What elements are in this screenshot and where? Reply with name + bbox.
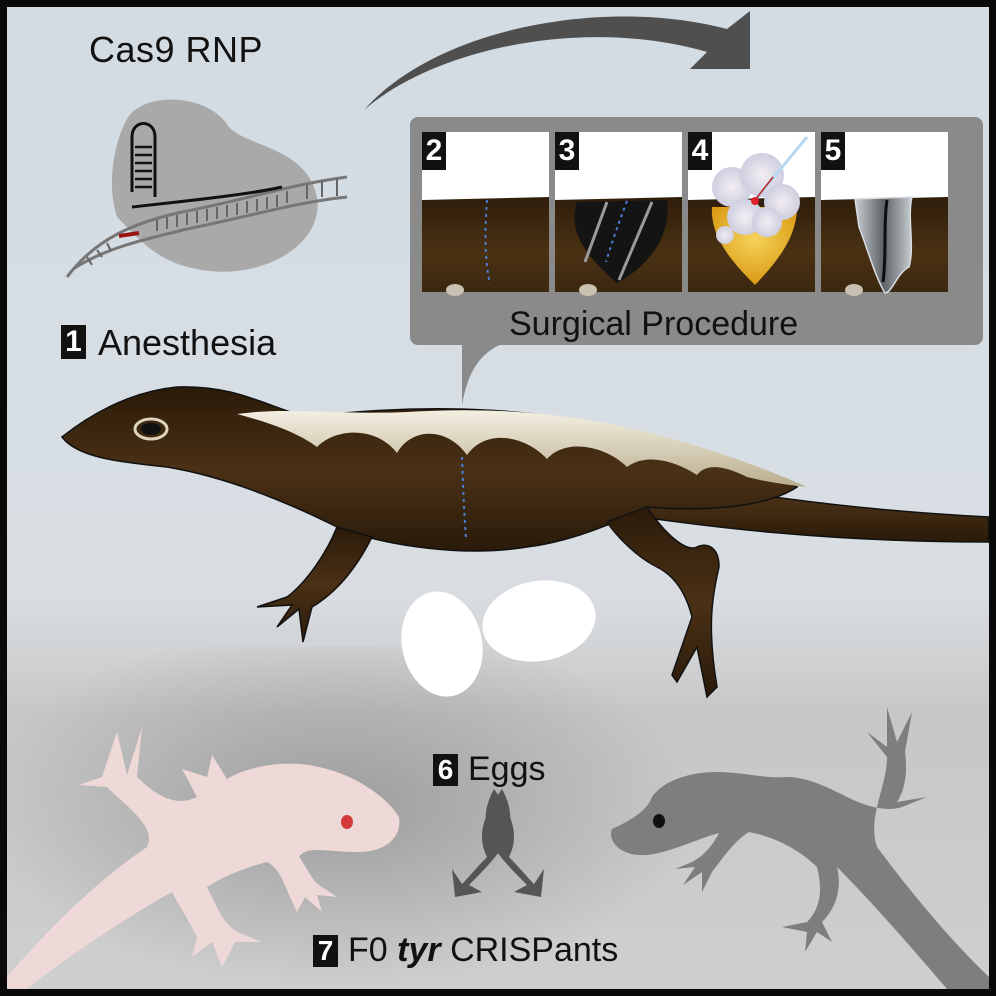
step-6-label: Eggs <box>468 750 546 788</box>
step-7-crispants: 7 F0 tyr CRISPants <box>313 931 618 970</box>
step-7-badge: 7 <box>313 935 338 967</box>
eggs-icon <box>401 580 596 697</box>
cas9-rnp-title: Cas9 RNP <box>89 29 264 70</box>
step-7-gene-name: tyr <box>397 931 441 969</box>
albino-lizard-silhouette <box>7 727 400 989</box>
step-2-badge: 2 <box>422 132 446 170</box>
step-7-prefix: F0 <box>348 931 388 969</box>
panel-4-injection <box>688 132 815 292</box>
step-6-badge: 6 <box>433 754 458 786</box>
wildtype-lizard-silhouette <box>611 707 989 989</box>
step-7-suffix: CRISPants <box>450 931 619 969</box>
step-4-badge: 4 <box>688 132 712 170</box>
step-5-badge: 5 <box>821 132 845 170</box>
surgical-procedure-caption: Surgical Procedure <box>509 305 799 343</box>
step-1-label: Anesthesia <box>98 322 277 363</box>
split-arrows-icon <box>452 789 544 897</box>
step-6-eggs: 6 Eggs <box>433 750 546 789</box>
process-arrow-icon <box>364 11 750 110</box>
adult-lizard-illustration <box>60 386 989 699</box>
step-3-badge: 3 <box>555 132 579 170</box>
step-1-anesthesia: 1 Anesthesia <box>61 322 276 364</box>
step-1-badge: 1 <box>61 325 86 359</box>
cas9-rnp-icon <box>65 99 348 278</box>
